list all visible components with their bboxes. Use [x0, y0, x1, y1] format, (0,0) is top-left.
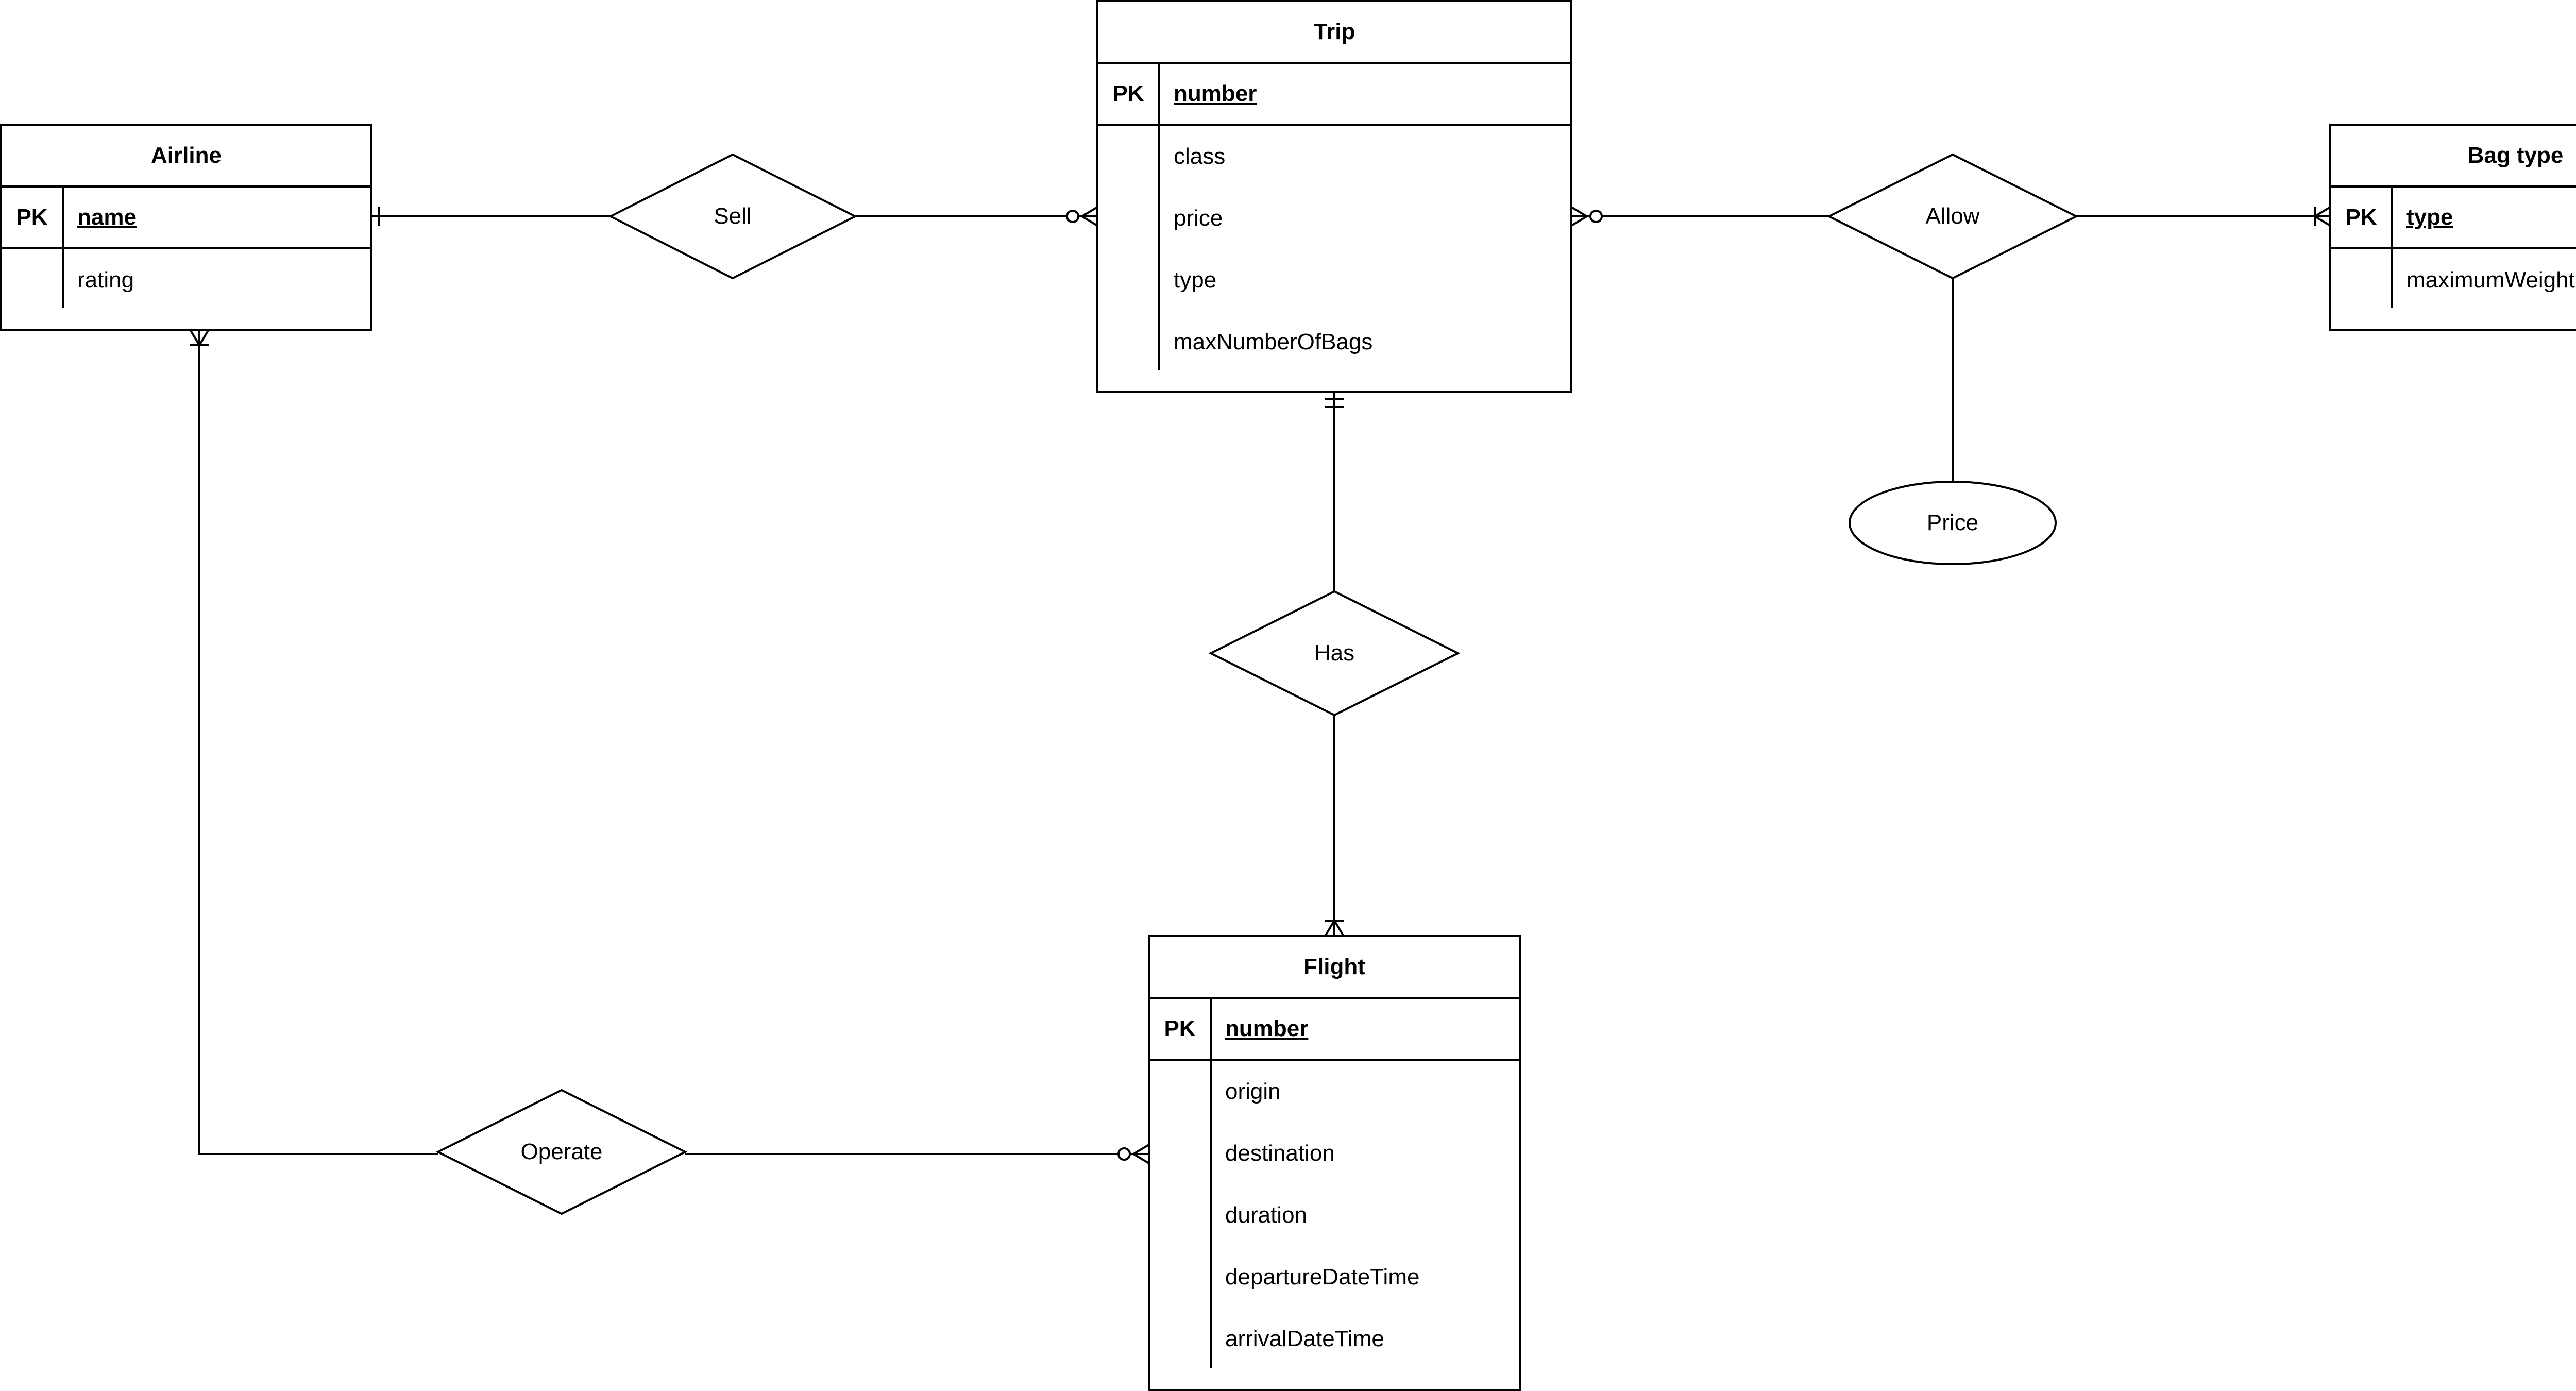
attribute-row: origin — [1225, 1079, 1281, 1104]
entity-bag-type: Bag type PK type maximumWeight — [2329, 124, 2576, 331]
relationship-sell-diamond — [608, 153, 858, 280]
entity-trip: Trip PK number class price type maxNumbe… — [1096, 0, 1572, 393]
entity-title: Bag type — [2331, 126, 2576, 188]
cardinality-zero-many-mark — [1117, 1144, 1150, 1164]
attribute-list: rating — [2, 249, 370, 329]
primary-key-name: type — [2406, 205, 2453, 230]
attribute-row: destination — [1225, 1141, 1335, 1166]
cardinality-zero-many-mark — [1066, 206, 1098, 227]
connector-airline-operate — [198, 330, 438, 1155]
pk-label: PK — [2, 188, 64, 247]
cardinality-one-many-mark — [2314, 206, 2331, 227]
attribute-row: maxNumberOfBags — [1174, 329, 1373, 354]
attribute-row: arrivalDateTime — [1225, 1326, 1384, 1351]
cardinality-zero-many-mark — [1570, 206, 1603, 227]
relationship-allow-label: Allow — [1925, 203, 1980, 229]
attribute-price-label: Price — [1926, 510, 1979, 535]
relationship-sell-label: Sell — [714, 203, 752, 229]
primary-key-row: PK type — [2331, 188, 2576, 249]
relationship-operate-diamond — [435, 1089, 688, 1215]
primary-key-row: PK number — [1150, 999, 1519, 1061]
entity-airline: Airline PK name rating — [0, 124, 372, 331]
attribute-price-ellipse — [1849, 481, 2057, 565]
entity-title: Flight — [1150, 937, 1519, 999]
relationship-operate-label: Operate — [520, 1139, 603, 1164]
primary-key-row: PK number — [1098, 64, 1570, 126]
primary-key-name: number — [1174, 81, 1257, 106]
primary-key-name: name — [77, 205, 137, 230]
attribute-row: class — [1174, 144, 1226, 169]
attribute-row: duration — [1225, 1202, 1308, 1228]
primary-key-row: PK name — [2, 188, 370, 249]
entity-flight: Flight PK number origin destination dura… — [1148, 935, 1521, 1391]
attribute-row: maximumWeight — [2406, 267, 2575, 293]
attribute-row: rating — [77, 267, 134, 293]
attribute-row: departureDateTime — [1225, 1264, 1420, 1290]
cardinality-one-many-mark — [1324, 920, 1345, 937]
primary-key-name: number — [1225, 1016, 1309, 1041]
relationship-has-label: Has — [1314, 640, 1355, 666]
cardinality-one-many-mark — [189, 329, 210, 346]
attribute-list: maximumWeight — [2331, 249, 2576, 329]
entity-title: Airline — [2, 126, 370, 188]
relationship-has-diamond — [1208, 590, 1461, 717]
attribute-row: price — [1174, 206, 1223, 231]
cardinality-exactly-one-mark — [1325, 398, 1344, 408]
attribute-list: origin destination duration departureDat… — [1150, 1061, 1519, 1389]
attribute-row: type — [1174, 267, 1217, 293]
relationship-allow-diamond — [1826, 153, 2079, 280]
pk-label: PK — [2331, 188, 2393, 247]
pk-label: PK — [1098, 64, 1160, 124]
pk-label: PK — [1150, 999, 1212, 1059]
attribute-list: class price type maxNumberOfBags — [1098, 126, 1570, 391]
entity-title: Trip — [1098, 2, 1570, 64]
